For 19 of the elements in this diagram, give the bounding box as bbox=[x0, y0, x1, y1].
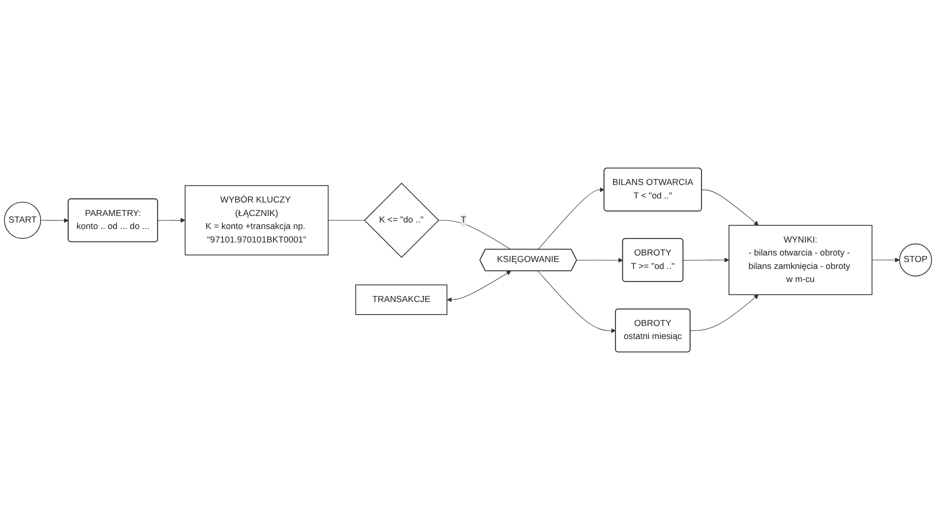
node-box: TRANSAKCJE bbox=[355, 284, 448, 315]
arrow bbox=[682, 258, 730, 262]
node-diamond: K <= "do .." bbox=[364, 182, 440, 258]
arrow bbox=[538, 187, 605, 250]
node-box: WYBÓR KLUCZY (ŁĄCZNIK) K = konto +transakcja np. "97101.970101BKT0001" bbox=[184, 185, 329, 256]
arrow bbox=[158, 218, 186, 223]
connector bbox=[328, 220, 365, 221]
edge-label: T bbox=[460, 215, 466, 225]
arrow bbox=[446, 270, 512, 302]
arrow bbox=[40, 218, 69, 223]
node-circle: STOP bbox=[899, 244, 932, 276]
arrow bbox=[538, 270, 616, 334]
arrow bbox=[576, 258, 624, 263]
node-box: WYNIKI: - bilans otwarcia - obroty - bilans zamknięcia - obroty w m-cu bbox=[728, 224, 872, 296]
arrow bbox=[690, 294, 759, 331]
arrow bbox=[872, 258, 900, 262]
arrow bbox=[701, 190, 759, 226]
connector bbox=[438, 220, 512, 250]
node-circle: START bbox=[4, 202, 42, 239]
